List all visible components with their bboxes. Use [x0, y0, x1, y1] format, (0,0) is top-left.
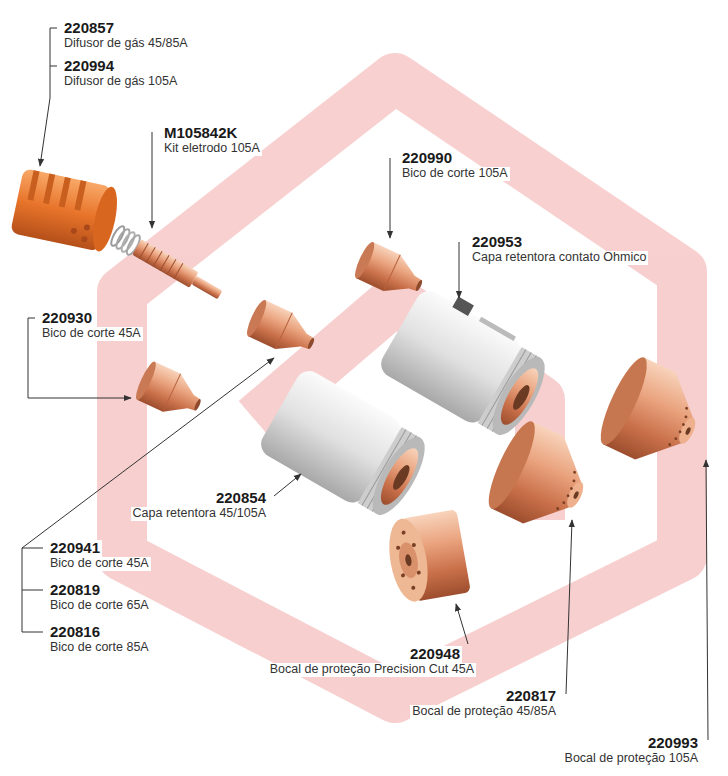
- part-description: Difusor de gás 45/85A: [62, 37, 190, 51]
- part-number: 220993: [646, 735, 700, 752]
- part-description: Difusor de gás 105A: [62, 75, 179, 89]
- part-number: 220816: [48, 624, 102, 641]
- nozzle-45a: [133, 360, 208, 425]
- watermark-logo: [122, 78, 682, 698]
- leader-line: [706, 460, 708, 740]
- part-description: Kit eletrodo 105A: [162, 142, 262, 156]
- leader-line: [456, 604, 468, 644]
- part-description: Capa retentora 45/105A: [131, 507, 268, 521]
- leader-line: [152, 132, 153, 228]
- part-description: Bocal de proteção 105A: [563, 752, 700, 766]
- shield-45-85a: [481, 417, 601, 541]
- leader-line: [40, 28, 57, 166]
- part-number: 220994: [62, 58, 116, 75]
- shield-precision-cut: [383, 509, 470, 605]
- part-description: Bico de corte 65A: [48, 599, 151, 613]
- part-description: Bocal de proteção Precision Cut 45A: [268, 663, 476, 677]
- part-number: M105842K: [162, 125, 239, 142]
- leader-line: [390, 158, 391, 238]
- part-number: 220857: [62, 20, 116, 37]
- part-description: Bico de corte 105A: [400, 167, 510, 181]
- part-description: Bocal de proteção 45/85A: [410, 705, 558, 719]
- part-number: 220990: [400, 150, 454, 167]
- part-description: Bico de corte 45A: [48, 557, 151, 571]
- electrode: [109, 224, 226, 304]
- part-number: 220953: [470, 234, 524, 251]
- leader-line: [22, 590, 43, 591]
- part-number: 220930: [40, 310, 94, 327]
- part-number: 220854: [214, 490, 268, 507]
- leader-lines: [22, 28, 708, 740]
- part-description: Bico de corte 85A: [48, 641, 151, 655]
- part-number: 220817: [504, 688, 558, 705]
- leader-line: [274, 474, 301, 496]
- shield-105a: [593, 353, 713, 477]
- part-description: Bico de corte 45A: [40, 327, 143, 341]
- nozzle-105a: [352, 240, 430, 305]
- part-number: 220948: [408, 646, 462, 663]
- part-description: Capa retentora contato Ohmico: [470, 251, 648, 265]
- leader-line: [22, 358, 274, 548]
- leader-line: [459, 242, 460, 298]
- part-number: 220819: [48, 582, 102, 599]
- leader-line: [22, 548, 43, 632]
- leader-line: [566, 520, 572, 694]
- leader-line: [50, 66, 57, 67]
- part-number: 220941: [48, 540, 102, 557]
- retaining-cap: [256, 366, 437, 526]
- gas-diffuser: [10, 168, 122, 253]
- retaining-cap-ohmic: [376, 279, 561, 446]
- nozzle-45-85a: [244, 298, 322, 363]
